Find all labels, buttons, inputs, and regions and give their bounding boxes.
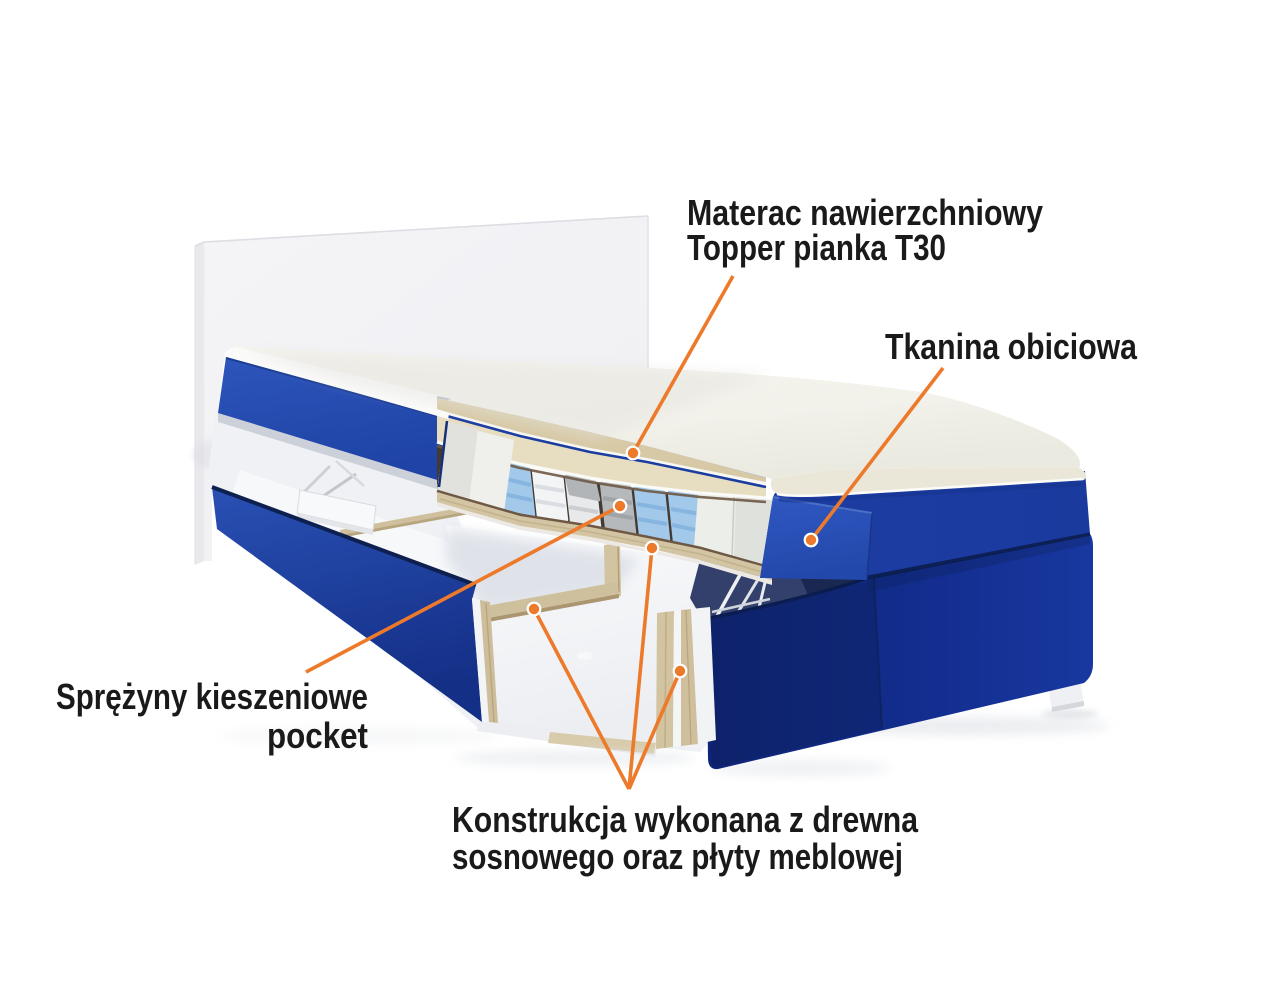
svg-text:Tkanina obiciowa: Tkanina obiciowa (885, 326, 1138, 367)
svg-text:sosnowego oraz płyty meblowej: sosnowego oraz płyty meblowej (452, 836, 903, 877)
svg-text:Topper pianka T30: Topper pianka T30 (687, 227, 946, 268)
svg-text:Konstrukcja wykonana z drewna: Konstrukcja wykonana z drewna (452, 799, 919, 840)
svg-text:Materac nawierzchniowy: Materac nawierzchniowy (687, 192, 1043, 233)
svg-text:pocket: pocket (267, 715, 368, 756)
svg-text:Sprężyny kieszeniowe: Sprężyny kieszeniowe (56, 676, 368, 717)
